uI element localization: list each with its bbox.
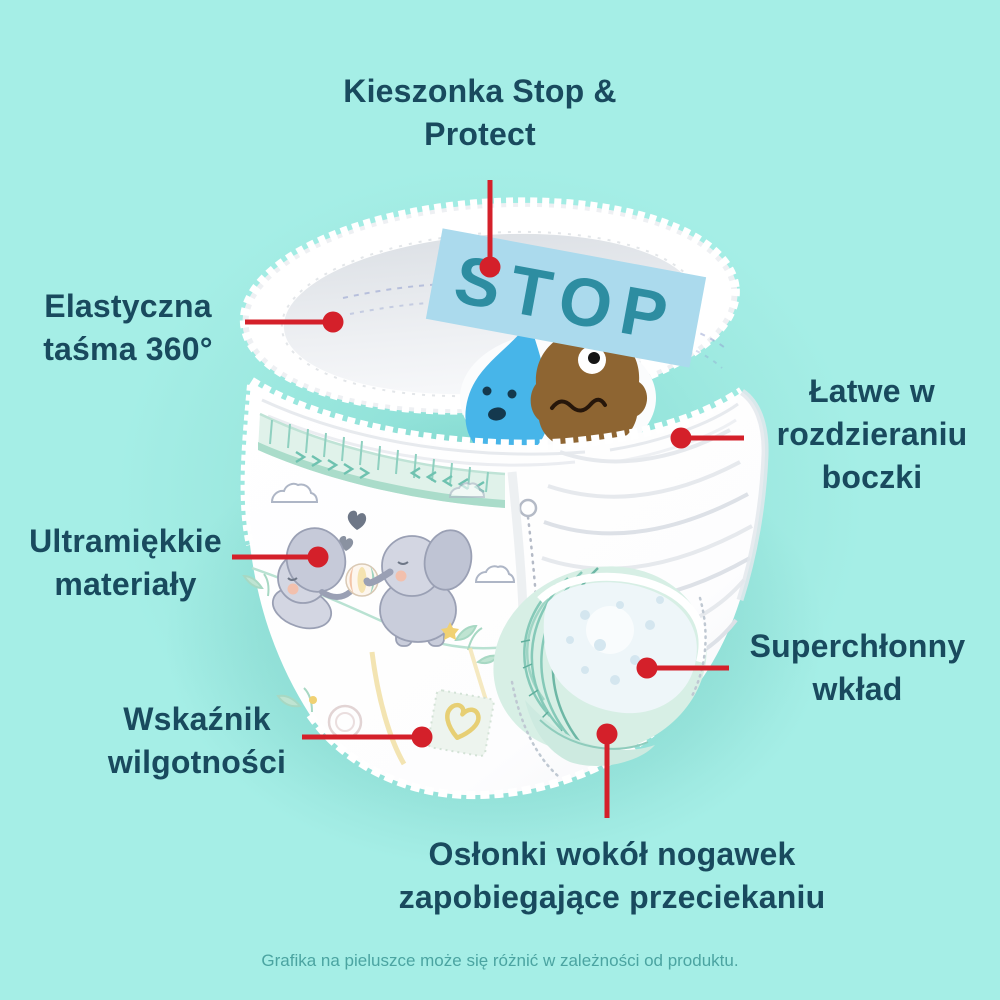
plant-icons <box>242 573 500 713</box>
label-pocket: Kieszonka Stop & Protect <box>343 73 617 152</box>
label-wetness-indicator: Wskaźnik wilgotności <box>107 701 287 780</box>
callout-dot-core <box>636 657 658 679</box>
footnote-text: Grafika na pieluszce może się różnić w z… <box>261 951 739 970</box>
big-elephant <box>363 529 473 647</box>
waistband-chevrons <box>295 450 485 494</box>
pad-speckles <box>566 596 664 685</box>
flower-icons <box>309 622 459 704</box>
wetness-heart-icon <box>445 702 481 741</box>
callout-markers <box>232 180 744 818</box>
water-drop-character <box>465 320 550 460</box>
label-soft-materials: Ultramiękkie materiały <box>29 523 222 602</box>
callout-dot-wetness <box>411 726 433 748</box>
absorbent-core-cutaway <box>493 566 707 778</box>
label-leg-cuffs: Osłonki wokół nogawek zapobiegające prze… <box>398 836 826 915</box>
label-absorbent-core: Superchłonny wkład <box>749 628 966 707</box>
callout-dot-pocket <box>479 256 501 278</box>
label-elastic-band: Elastyczna taśma 360° <box>43 288 213 367</box>
callout-dot-cuffs <box>596 723 618 745</box>
waistband-mint-band <box>258 412 506 508</box>
seam-stitches <box>510 596 707 778</box>
callout-dot-easy-tear <box>670 427 692 449</box>
callout-dot-soft <box>307 546 329 568</box>
callout-dot-elastic <box>322 311 344 333</box>
poo-blob-character <box>530 329 648 449</box>
heart-icon <box>347 510 367 530</box>
label-easy-tear-sides: Łatwe w rozdzieraniu boczki <box>776 373 968 495</box>
ball-icon <box>345 563 379 597</box>
cloud-icons <box>270 482 516 583</box>
